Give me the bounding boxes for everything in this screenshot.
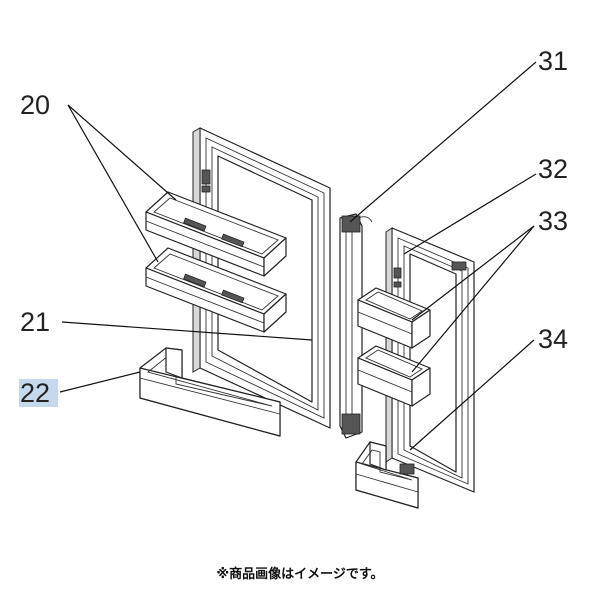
leader-31 (349, 61, 537, 223)
callout-22: 22 (20, 378, 50, 408)
callout-20: 20 (20, 90, 50, 120)
leader-33-b (411, 225, 535, 373)
leader-32 (403, 173, 537, 255)
leader-34 (409, 339, 535, 451)
door-shelf-20-upper (145, 191, 287, 277)
callout-33: 33 (538, 206, 568, 236)
callout-34: 34 (538, 324, 568, 354)
bottle-pocket-22 (139, 347, 281, 437)
label-22-highlight (19, 379, 58, 407)
leader-33-a (411, 225, 535, 321)
callout-21: 21 (20, 307, 50, 337)
leader-20-b (67, 104, 159, 263)
leader-21 (61, 321, 313, 341)
vertical-strip-31 (339, 213, 373, 439)
image-disclaimer-note: ※商品画像はイメージです。 (216, 567, 384, 582)
door-shelf-20-lower (145, 247, 287, 333)
callout-32: 32 (538, 154, 568, 184)
door-pocket-33-upper (357, 287, 431, 349)
callout-31: 31 (538, 46, 568, 76)
bottle-pocket-34 (355, 441, 419, 509)
leader-22 (59, 371, 141, 393)
leader-20-a (67, 104, 177, 201)
